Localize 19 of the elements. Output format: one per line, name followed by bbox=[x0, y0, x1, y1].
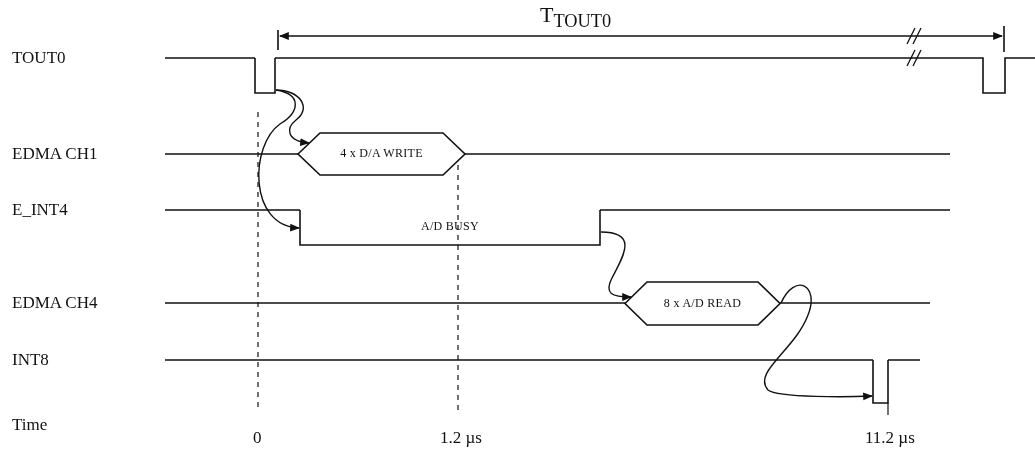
data-transfer-hexagon: 8 x A/D READ bbox=[625, 282, 780, 325]
signal-name: TOUT0 bbox=[12, 48, 66, 68]
signal-name: EDMA CH4 bbox=[12, 293, 98, 313]
pulse bbox=[873, 360, 888, 403]
signal-name: EDMA CH1 bbox=[12, 144, 98, 164]
signal-name: INT8 bbox=[12, 350, 49, 370]
signal-name: E_INT4 bbox=[12, 200, 68, 220]
time-value: 0 bbox=[253, 428, 262, 448]
time-value: 11.2 µs bbox=[865, 428, 915, 448]
arrow bbox=[258, 89, 300, 231]
pulse bbox=[255, 58, 275, 93]
arrow bbox=[763, 284, 873, 401]
time-value: 1.2 µs bbox=[440, 428, 482, 448]
duration-label: T$_{TOUT0}$ bbox=[540, 2, 612, 33]
axis-title: Time bbox=[12, 415, 48, 435]
data-transfer-hexagon: 4 x D/A WRITE bbox=[298, 133, 465, 175]
busy-period: A/D BUSY bbox=[300, 210, 600, 245]
arrow bbox=[600, 231, 632, 301]
arrow bbox=[275, 89, 310, 146]
